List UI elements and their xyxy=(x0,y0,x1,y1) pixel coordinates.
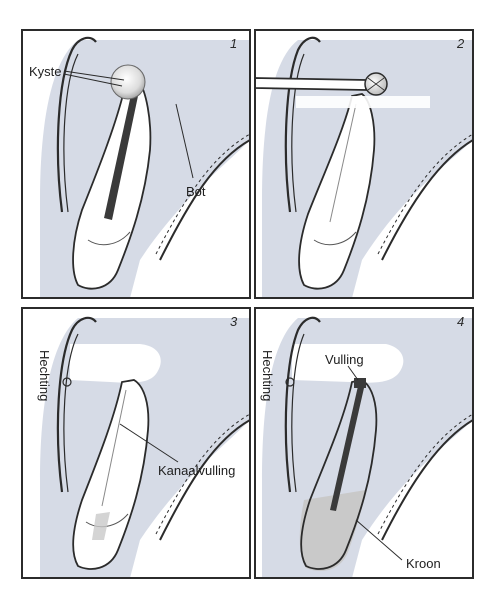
cyst xyxy=(111,65,145,99)
healed-flap xyxy=(70,344,161,383)
panel-1: 1 Kyste Bot xyxy=(22,30,250,298)
panel-4: 4 Hechting Vulling Kroon xyxy=(255,308,473,578)
label-kanaalvulling: Kanaalvulling xyxy=(158,463,235,478)
label-kyste: Kyste xyxy=(29,64,62,79)
label-hechting: Hechting xyxy=(37,350,52,401)
panel-2: 2 xyxy=(255,30,473,298)
panel-number: 3 xyxy=(230,314,238,329)
panel-number: 4 xyxy=(457,314,464,329)
label-kroon: Kroon xyxy=(406,556,441,571)
panel-number: 2 xyxy=(456,36,465,51)
drill-shaft xyxy=(255,78,366,90)
label-bot: Bot xyxy=(186,184,206,199)
panel-number: 1 xyxy=(230,36,237,51)
top-filling xyxy=(354,378,366,388)
label-vulling: Vulling xyxy=(325,352,364,367)
panel-3: 3 Hechting Kanaalvulling xyxy=(22,308,250,578)
label-hechting: Hechting xyxy=(260,350,275,401)
